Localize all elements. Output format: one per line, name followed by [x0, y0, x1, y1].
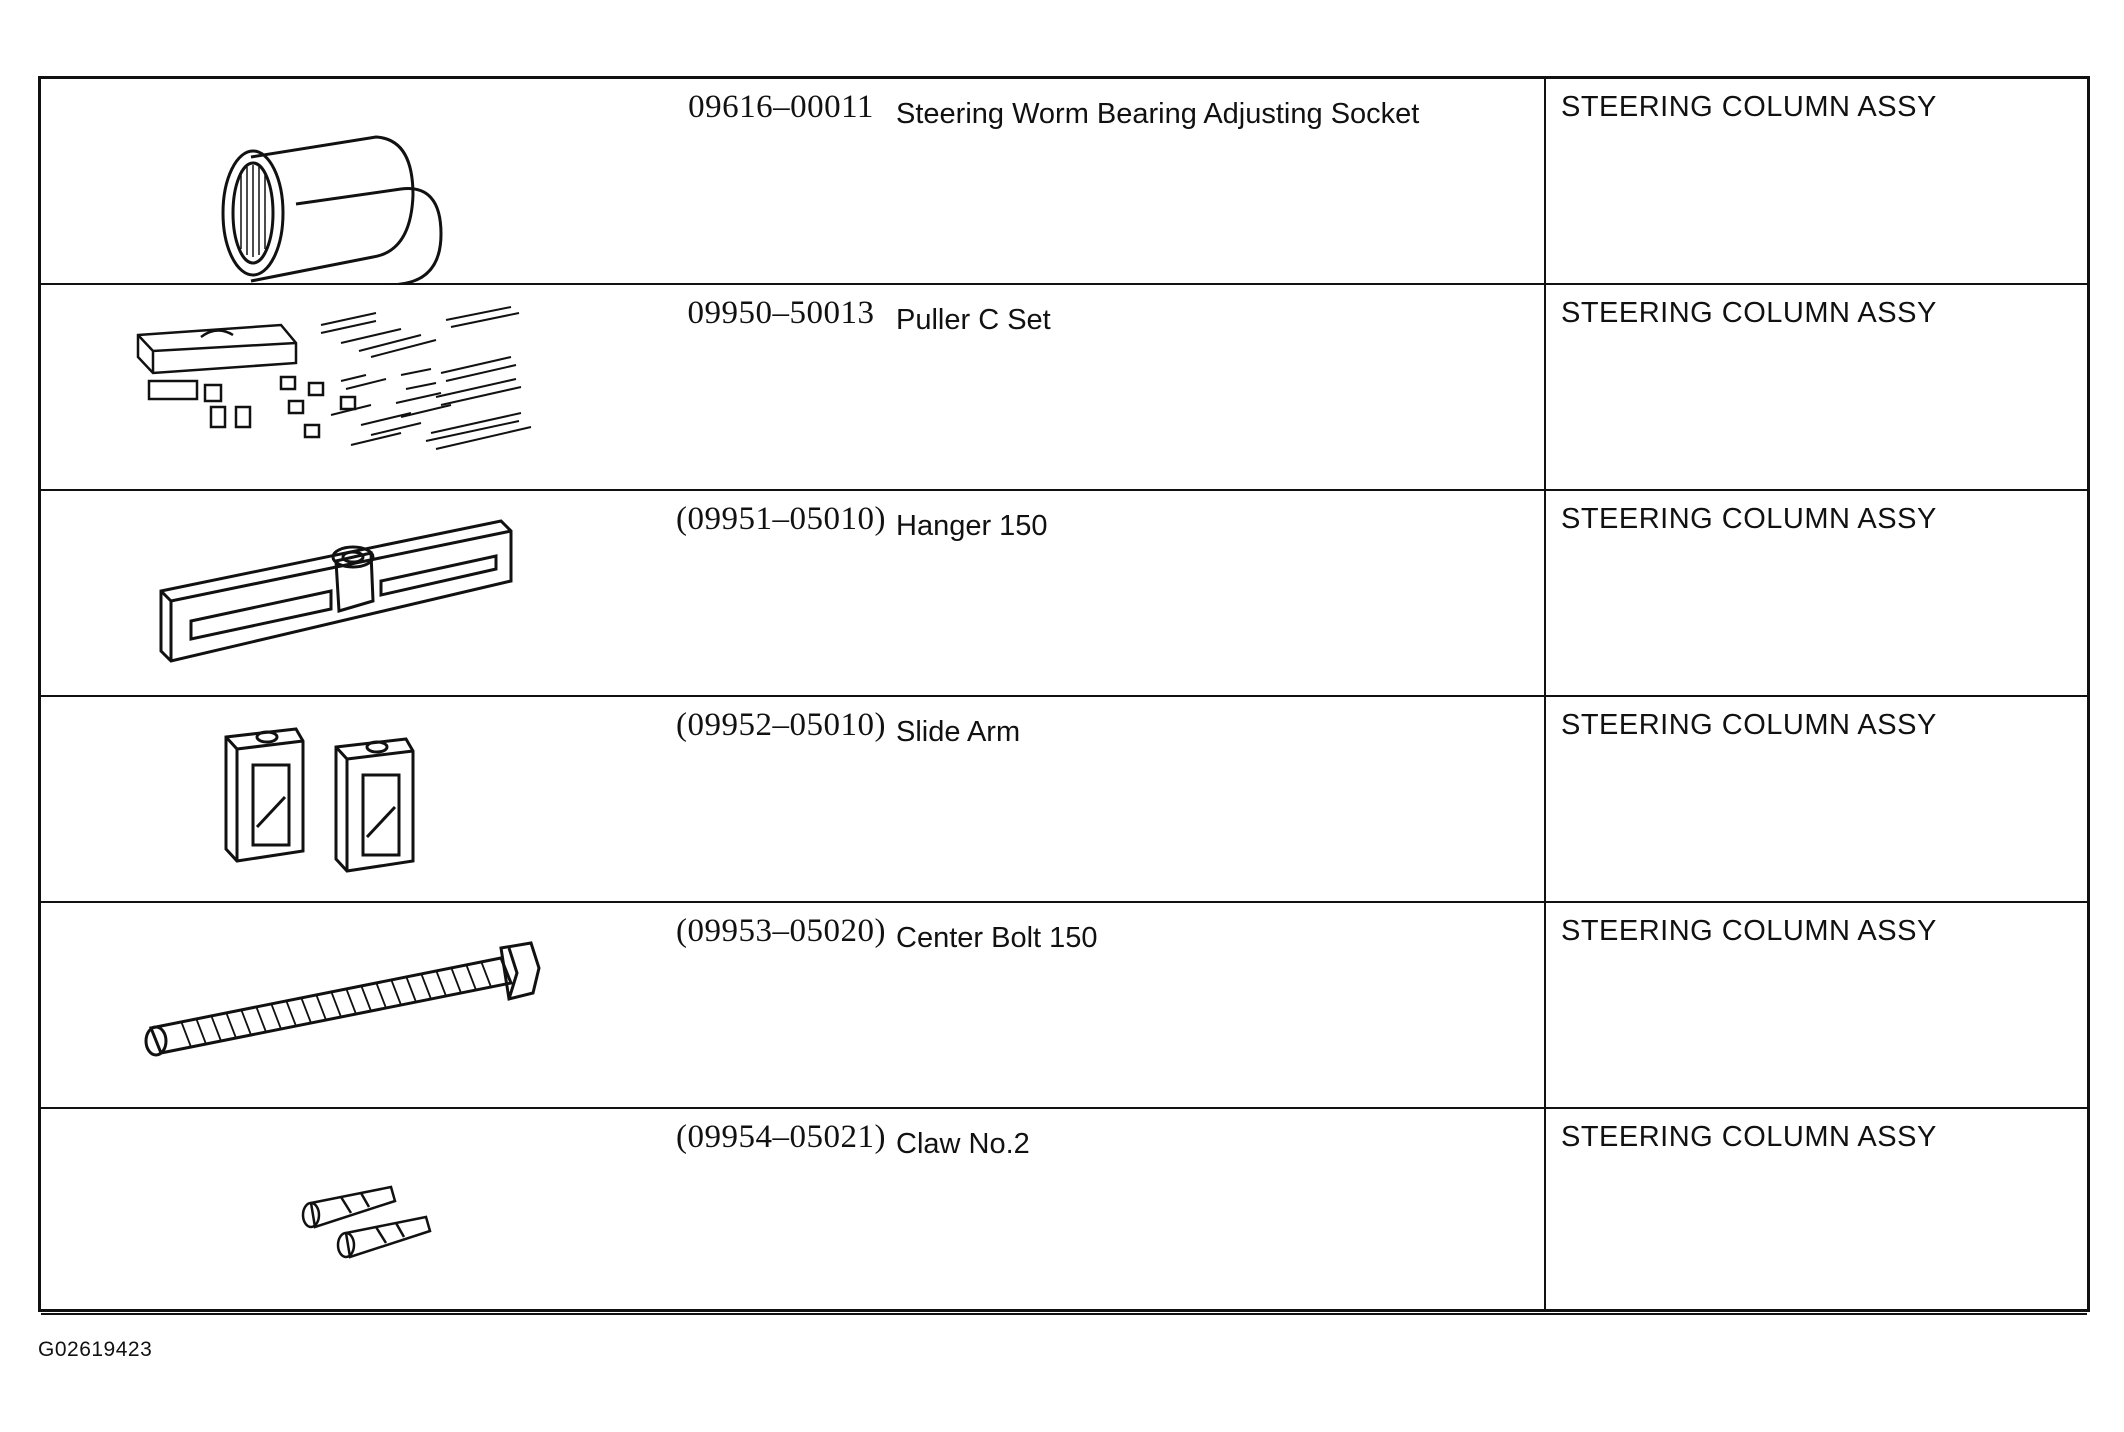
hanger-illustration — [41, 491, 641, 695]
application-note: STEERING COLUMN ASSY — [1561, 915, 1937, 947]
tool-description: Claw No.2 — [896, 1128, 1030, 1160]
tool-description: Slide Arm — [896, 716, 1021, 748]
part-number: 09616–00011 — [688, 89, 874, 125]
tool-description: Center Bolt 150 — [896, 922, 1098, 954]
table-row: 09616–00011 Steering Worm Bearing Adjust… — [41, 79, 2087, 285]
tool-description: Hanger 150 — [896, 510, 1048, 542]
part-number: 09950–50013 — [687, 295, 875, 331]
center-bolt-illustration — [41, 903, 641, 1107]
part-number: (09952–05010) — [676, 707, 886, 743]
tool-description: Puller C Set — [896, 304, 1051, 336]
application-note: STEERING COLUMN ASSY — [1561, 297, 1937, 329]
application-note: STEERING COLUMN ASSY — [1561, 91, 1937, 123]
application-note: STEERING COLUMN ASSY — [1561, 709, 1937, 741]
claw-illustration — [41, 1109, 641, 1313]
part-number: (09954–05021) — [676, 1119, 886, 1155]
part-number: (09951–05010) — [676, 501, 886, 537]
tool-description: Steering Worm Bearing Adjusting Socket — [896, 98, 1420, 130]
part-number: (09953–05020) — [676, 913, 886, 949]
table-row: (09953–05020) Center Bolt 150 STEERING C… — [41, 903, 2087, 1109]
table-row: (09954–05021) Claw No.2 STEERING COLUMN … — [41, 1109, 2087, 1315]
tool-table: 09616–00011 Steering Worm Bearing Adjust… — [38, 76, 2090, 1315]
bearing-socket-illustration — [41, 79, 641, 283]
column-divider — [1544, 79, 1546, 1309]
slide-arm-illustration — [41, 697, 641, 901]
table-row: (09952–05010) Slide Arm STEERING COLUMN … — [41, 697, 2087, 903]
table-row: 09950–50013 Puller C Set STEERING COLUMN… — [41, 285, 2087, 491]
application-note: STEERING COLUMN ASSY — [1561, 503, 1937, 535]
figure-id: G02619423 — [38, 1338, 153, 1361]
application-note: STEERING COLUMN ASSY — [1561, 1121, 1937, 1153]
table-row: (09951–05010) Hanger 150 STEERING COLUMN… — [41, 491, 2087, 697]
puller-set-illustration — [41, 285, 641, 489]
